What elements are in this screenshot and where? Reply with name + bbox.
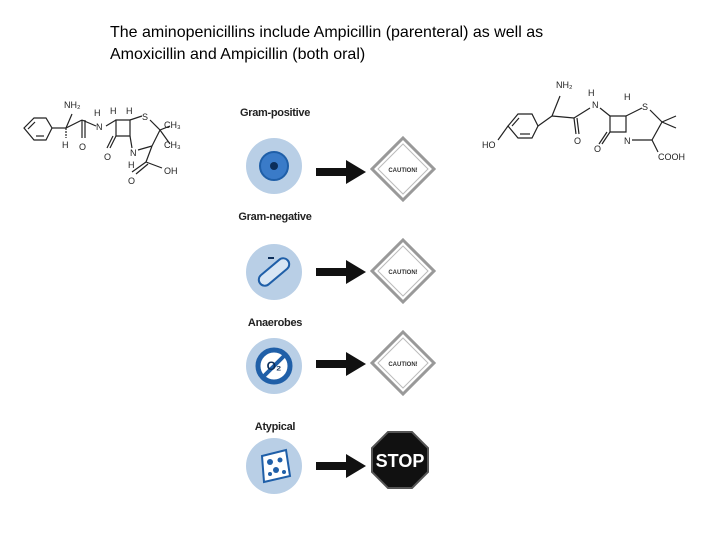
o2-symbol: O₂ <box>267 359 282 373</box>
arrow-icon <box>316 260 366 284</box>
ampicillin-structure: NH₂ H O N H H H O S CH₃ CH₃ N H O OH <box>23 100 181 186</box>
s-right-label: S <box>642 102 648 112</box>
ch3-b-label: CH₃ <box>164 140 181 150</box>
beta-lactam-ring-right <box>609 115 627 133</box>
label-gram-positive: Gram-positive <box>239 107 311 119</box>
o-lactam-label: O <box>594 144 601 154</box>
cooh-label: COOH <box>658 152 685 162</box>
beta-lactam-ring <box>115 119 131 137</box>
row-gram-negative: Gram-negative CAUTION! <box>236 210 436 320</box>
stop-sign-icon: STOP <box>371 431 429 489</box>
h3-label: H <box>126 106 133 116</box>
row-gram-positive: Gram-positive CAUTION! <box>236 106 436 216</box>
o-amide-label: O <box>574 136 581 146</box>
label-gram-negative: Gram-negative <box>238 211 312 223</box>
h-top-label: H <box>624 92 631 102</box>
h2-label: H <box>110 106 117 116</box>
n-right-label: N <box>592 100 599 110</box>
nh2-label: NH₂ <box>64 100 81 110</box>
ch3-a-label: CH₃ <box>164 120 181 130</box>
amoxicillin-structure: HO NH₂ O H N H S N O COOH <box>482 80 685 162</box>
sign-text-2: CAUTION! <box>388 270 417 276</box>
n-amide-label: N <box>96 122 103 132</box>
o1-label: O <box>79 142 86 152</box>
h-left-label: H <box>62 140 69 150</box>
sign-text-1: CAUTION! <box>388 168 417 174</box>
h1-label: H <box>94 108 101 118</box>
s-label: S <box>142 112 148 122</box>
n2-right-label: N <box>624 136 631 146</box>
caution-sign-icon: CAUTION! <box>370 238 436 304</box>
label-atypical: Atypical <box>254 421 296 433</box>
o2-label: O <box>104 152 111 162</box>
anaerobes-badge: O₂ <box>246 338 302 394</box>
atypical-badge <box>246 438 302 494</box>
row-atypical: Atypical STOP <box>236 420 436 530</box>
gram-negative-badge <box>246 244 302 300</box>
h-n-right-label: H <box>588 88 595 98</box>
n-ring-label: N <box>130 148 137 158</box>
title-line-2: Amoxicillin and Ampicillin (both oral) <box>110 46 366 63</box>
nh2-label-right: NH₂ <box>556 80 573 90</box>
o3-label: O <box>128 176 135 186</box>
arrow-icon <box>316 352 366 376</box>
oh-label: OH <box>164 166 178 176</box>
caution-sign-icon: CAUTION! <box>370 330 436 396</box>
arrow-icon <box>316 454 366 478</box>
gram-positive-badge <box>246 138 302 194</box>
h-n-label: H <box>128 160 135 170</box>
ho-label: HO <box>482 140 496 150</box>
label-anaerobes: Anaerobes <box>247 317 303 329</box>
sign-text-3: CAUTION! <box>388 362 417 368</box>
slide-title: The aminopenicillins include Ampicillin … <box>110 22 670 66</box>
title-line-1: The aminopenicillins include Ampicillin … <box>110 24 544 41</box>
arrow-icon <box>316 160 366 184</box>
row-anaerobes: Anaerobes O₂ CAUTION! <box>236 316 436 426</box>
stop-text: STOP <box>376 451 425 471</box>
caution-sign-icon: CAUTION! <box>370 136 436 202</box>
